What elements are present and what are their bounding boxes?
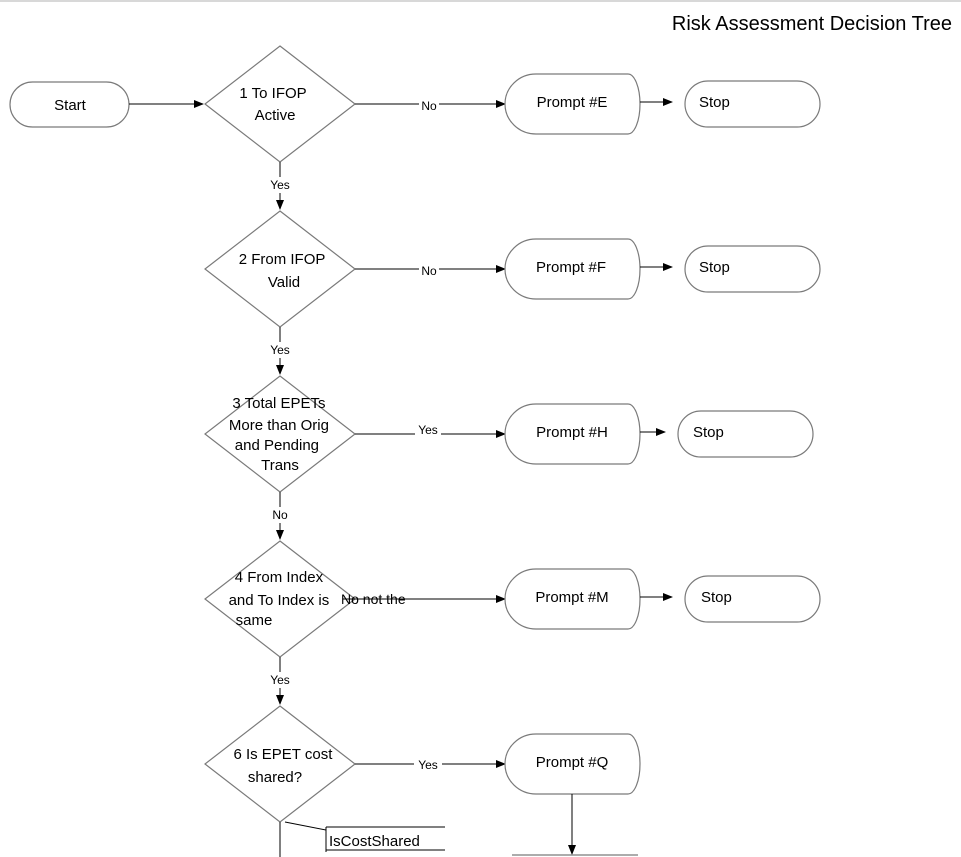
- stop-label: Stop: [699, 259, 730, 276]
- decision-3[interactable]: 3 Total EPETs More than Orig and Pending…: [204, 375, 356, 493]
- decision-3-line: and Pending: [235, 437, 319, 454]
- decision-4-line: and To Index is: [229, 592, 330, 609]
- down-connector-3: No: [268, 492, 292, 540]
- stop-node[interactable]: [677, 410, 814, 458]
- decision-6[interactable]: 6 Is EPET cost shared?: [204, 705, 356, 823]
- stop-node[interactable]: [684, 80, 821, 128]
- prompt-e-node[interactable]: [504, 73, 641, 135]
- decision-3-line: More than Orig: [229, 417, 329, 434]
- prompt-label: Prompt #E: [537, 94, 608, 111]
- decision-4-line: 4 From Index: [235, 569, 324, 586]
- decision-3-line: 3 Total EPETs: [232, 395, 325, 412]
- decision-2-line: 2 From IFOP: [239, 251, 326, 268]
- stop-node[interactable]: [684, 245, 821, 293]
- prompt-label: Prompt #H: [536, 424, 608, 441]
- branch-4: No not the Prompt #M Stop: [341, 568, 821, 630]
- down-connector-1: Yes: [266, 162, 294, 210]
- branch-label: No not the: [341, 591, 406, 607]
- iscostshared-label: IsCostShared: [329, 833, 420, 850]
- decision-1-line: Active: [255, 107, 296, 124]
- branch-3: Yes Prompt #H Stop: [355, 403, 814, 465]
- start-label: Start: [54, 97, 87, 114]
- branch-label: Yes: [418, 758, 438, 772]
- decision-4-text: 4 From Index and To Index is same: [229, 569, 334, 629]
- down-label: No: [272, 508, 288, 522]
- prompt-h-node[interactable]: [504, 403, 641, 465]
- down-label: Yes: [270, 343, 290, 357]
- stop-label: Stop: [693, 424, 724, 441]
- decision-2-text: 2 From IFOP Valid: [239, 251, 330, 291]
- branch-label: Yes: [418, 423, 438, 437]
- prompt-label: Prompt #F: [536, 259, 606, 276]
- prompt-label: Prompt #M: [535, 589, 608, 606]
- decision-6-text: 6 Is EPET cost shared?: [233, 746, 336, 786]
- branch-1: No Prompt #E Stop: [355, 73, 821, 135]
- decision-1-line: 1 To IFOP: [239, 85, 306, 102]
- prompt-m-node[interactable]: [504, 568, 641, 630]
- decision-4[interactable]: 4 From Index and To Index is same: [204, 540, 356, 658]
- top-border: [0, 0, 961, 2]
- down-label: Yes: [270, 673, 290, 687]
- down-label: Yes: [270, 178, 290, 192]
- start-terminator[interactable]: Start: [9, 81, 130, 128]
- branch-6: Yes Prompt #Q: [355, 733, 641, 855]
- branch-label: No: [421, 264, 437, 278]
- decision-2-line: Valid: [268, 274, 300, 291]
- prompt-label: Prompt #Q: [536, 754, 609, 771]
- stop-label: Stop: [701, 589, 732, 606]
- branch-label: No: [421, 99, 437, 113]
- branch-2: No Prompt #F Stop: [355, 238, 821, 300]
- stop-node[interactable]: [684, 575, 821, 623]
- decision-1-text: 1 To IFOP Active: [239, 85, 310, 124]
- stop-label: Stop: [699, 94, 730, 111]
- prompt-q-node[interactable]: [504, 733, 641, 795]
- decision-3-line: Trans: [261, 457, 299, 474]
- decision-3-text: 3 Total EPETs More than Orig and Pending…: [229, 395, 333, 474]
- prompt-f-node[interactable]: [504, 238, 641, 300]
- down-connector-2: Yes: [266, 327, 294, 375]
- decision-6-line: 6 Is EPET cost: [233, 746, 333, 763]
- decision-6-line: shared?: [248, 769, 302, 786]
- decision-4-line: same: [236, 612, 273, 629]
- decision-2[interactable]: 2 From IFOP Valid: [204, 210, 356, 328]
- diagram-title: Risk Assessment Decision Tree: [671, 13, 952, 35]
- down-connector-4: Yes: [266, 657, 294, 705]
- decision-1[interactable]: 1 To IFOP Active: [204, 45, 356, 163]
